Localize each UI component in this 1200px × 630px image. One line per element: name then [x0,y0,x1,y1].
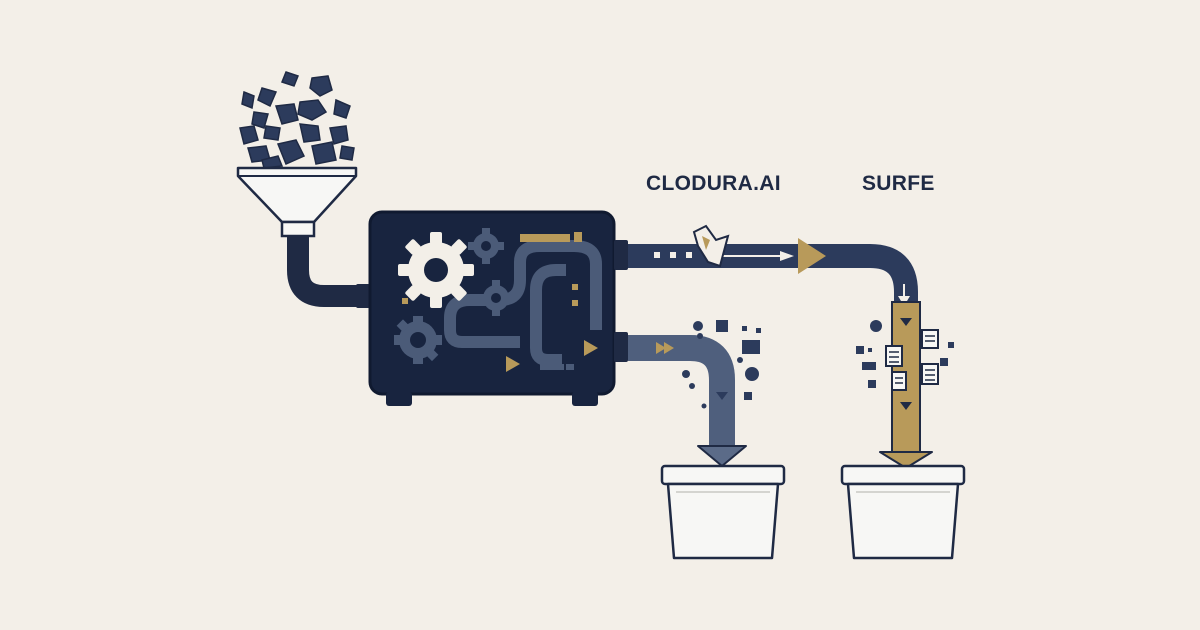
surfe-label: SURFE [862,172,935,195]
raw-data-shapes [239,71,355,169]
gear-icon-mid [478,280,514,316]
arrow-icon [656,342,666,354]
arrow-icon [798,238,826,274]
pipe-top [628,244,918,302]
input-connector [356,284,370,308]
funnel-icon [236,166,358,238]
surfe-data-particles [856,320,954,388]
arrow-icon [879,451,933,469]
gear-icon-lower [394,316,442,364]
arrow-icon [664,342,674,354]
output-connector-top [614,240,628,270]
gear-icon-small [468,228,504,264]
pipe-bottom [628,335,735,446]
arrow-icon [780,251,794,261]
gear-icon [398,232,474,308]
broken-fragment [692,224,730,268]
arrow-icon [697,445,747,467]
clodura-data-particles [682,320,761,409]
clodura-label: CLODURA.AI [646,172,781,195]
pipe-top-dots [654,252,692,258]
bucket-icon [660,464,786,560]
document-icon [885,329,939,391]
output-connector-bottom [614,332,628,362]
input-pipe [287,236,362,307]
bucket-icon-surfe [840,464,966,560]
